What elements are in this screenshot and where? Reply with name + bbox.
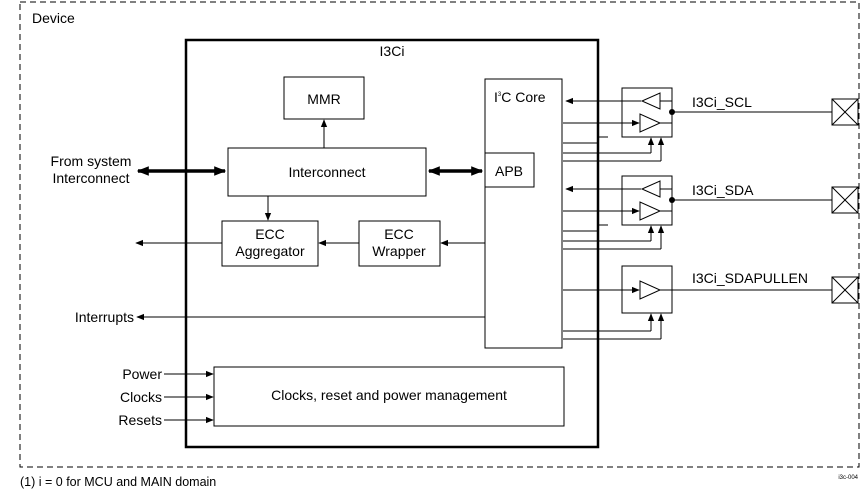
i3c-core-block	[484, 78, 563, 349]
ecc-aggregator-label-1: ECC	[255, 226, 285, 242]
device-label: Device	[32, 10, 75, 26]
scl-io-buffer	[563, 87, 832, 162]
sdapullen-output-buffer	[563, 265, 832, 340]
apb-label: APB	[495, 163, 523, 179]
clocks-label: Clocks	[120, 389, 162, 405]
interconnect-label: Interconnect	[288, 164, 365, 180]
resets-label: Resets	[118, 412, 162, 428]
figure-id: i3c-004	[838, 475, 858, 481]
apb-block	[484, 152, 535, 188]
mmr-label: MMR	[307, 91, 340, 107]
device-boundary	[19, 1, 860, 468]
clocks-reset-power-label: Clocks, reset and power management	[271, 387, 507, 403]
sda-io-buffer	[563, 175, 832, 250]
sdapullen-pad-icon	[831, 276, 859, 304]
i3c-core-label: I3C Core	[494, 89, 546, 105]
scl-pin-label: I3Ci_SCL	[692, 94, 752, 110]
interconnect-block	[227, 147, 427, 197]
clocks-reset-power-block	[213, 366, 565, 427]
mmr-block	[283, 76, 365, 120]
sdapullen-pin-label: I3Ci_SDAPULLEN	[692, 270, 808, 286]
sda-pin-label: I3Ci_SDA	[692, 182, 754, 198]
sda-pad-icon	[831, 186, 859, 214]
scl-pad-icon	[831, 98, 859, 126]
power-label: Power	[122, 366, 162, 382]
footnote: (1) i = 0 for MCU and MAIN domain	[20, 475, 216, 489]
ecc-wrapper-label-2: Wrapper	[372, 243, 426, 259]
i3ci-title: I3Ci	[380, 43, 405, 59]
ecc-aggregator-label-2: Aggregator	[235, 243, 305, 259]
interrupts-label: Interrupts	[75, 309, 134, 325]
from-system-label-1: From system	[51, 153, 132, 169]
ecc-wrapper-label-1: ECC	[384, 226, 414, 242]
from-system-label-2: Interconnect	[52, 170, 129, 186]
